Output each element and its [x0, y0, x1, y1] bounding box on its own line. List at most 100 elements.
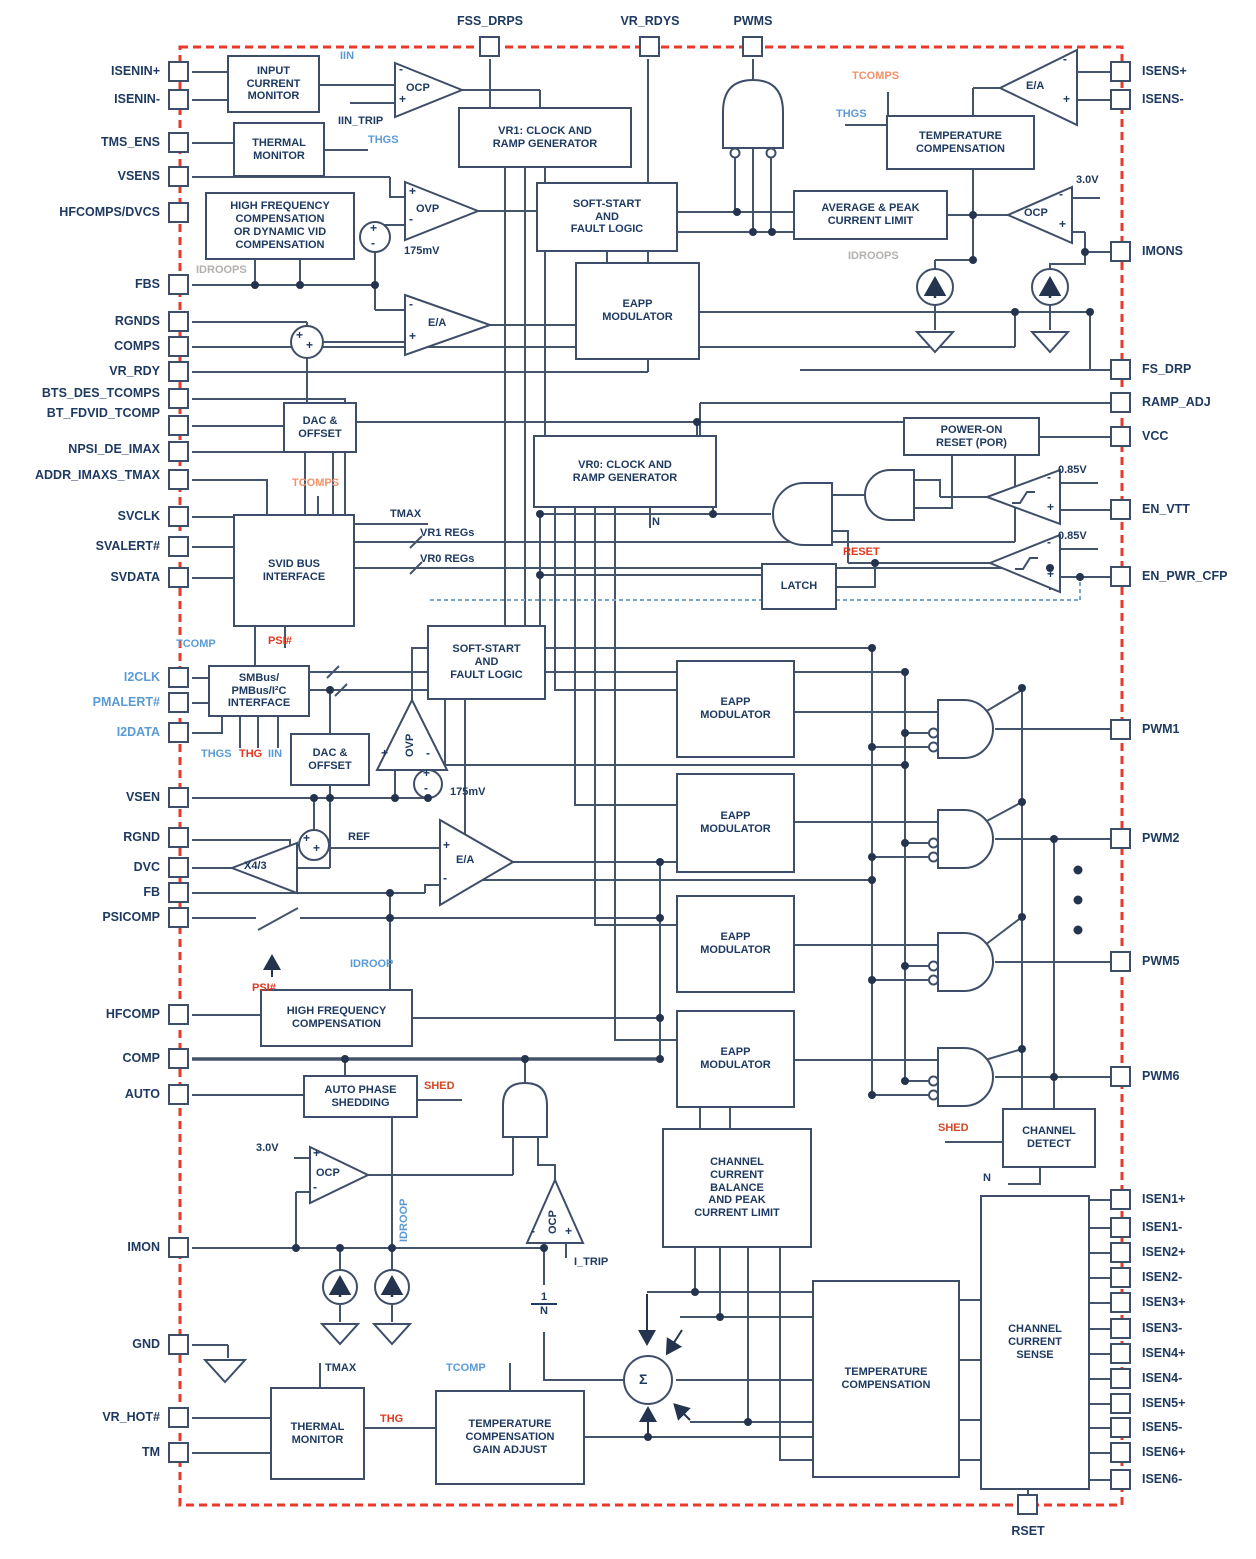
enable-dashed-wire	[430, 577, 1081, 601]
summing-node-icon	[298, 829, 330, 861]
frac-denominator: N	[531, 1303, 557, 1317]
pin-label: SVDATA	[110, 570, 160, 584]
pin-label: ISENS+	[1142, 64, 1187, 78]
pin-label: VSENS	[117, 169, 160, 183]
pin-pwm1	[1110, 719, 1131, 740]
pin-label: AUTO	[124, 1087, 160, 1101]
pin-imons	[1110, 241, 1131, 262]
pin-label: BTS_DES_TCOMPS	[41, 386, 160, 400]
sigma-label: Σ	[639, 1371, 648, 1387]
block-eapp-modulator-4: EAPP MODULATOR	[676, 1010, 795, 1108]
pin-isen1-minus	[1110, 1217, 1131, 1238]
tcomp-signal: TCOMP	[446, 1362, 486, 1374]
value-3v: 3.0V	[256, 1142, 279, 1154]
pin-label: RAMP_ADJ	[1142, 395, 1211, 409]
value-175mv: 175mV	[404, 245, 440, 257]
pin-label: DVC	[133, 860, 160, 874]
pin-label: IMONS	[1142, 244, 1183, 258]
x43-label: X4/3	[244, 860, 267, 872]
thg-signal: THG	[239, 748, 263, 760]
pin-isenin-minus	[168, 89, 189, 110]
idroop-signal: IDROOP	[350, 958, 394, 970]
minus-mark: -	[371, 236, 375, 250]
en-pwr-comparator-icon	[987, 533, 1061, 594]
pin-isen4-plus	[1110, 1343, 1131, 1364]
ocp-label: OCP	[547, 1210, 559, 1234]
arrow-wires	[263, 954, 691, 1437]
x43-gain-icon	[229, 841, 298, 895]
pin-label: VR_RDYS	[620, 14, 680, 28]
ref-signal: REF	[348, 831, 370, 843]
psi-signal: PSI#	[252, 982, 276, 994]
plus-mark: +	[306, 338, 314, 352]
value-3v: 3.0V	[1076, 174, 1099, 186]
pin-label: EN_VTT	[1142, 502, 1190, 516]
pin-label: PWM6	[1142, 1069, 1180, 1083]
ocp-comparator-icon	[394, 61, 465, 119]
minus-mark: -	[409, 297, 413, 311]
ovp-comparator-icon	[375, 697, 449, 771]
pin-vr-rdys	[639, 36, 660, 57]
pin-fb	[168, 882, 189, 903]
ocp-comparator-icon	[525, 1177, 585, 1244]
plus-mark: +	[399, 92, 407, 106]
pin-label: PSICOMP	[102, 910, 160, 924]
pin-rset	[1017, 1494, 1038, 1515]
pin-label: TMS_ENS	[100, 135, 160, 149]
ovp-label: OVP	[404, 733, 416, 757]
pin-label: ISENIN+	[111, 64, 160, 78]
block-input-current-monitor: INPUT CURRENT MONITOR	[227, 55, 320, 113]
plus-mark: +	[565, 1224, 573, 1238]
pin-label: PWM2	[1142, 831, 1180, 845]
block-smbus-interface: SMBus/ PMBus/I²C INTERFACE	[208, 665, 310, 717]
and-gate-icon	[502, 1081, 548, 1138]
minus-mark: -	[399, 62, 403, 76]
pin-svdata	[168, 567, 189, 588]
pin-label: TM	[141, 1445, 160, 1459]
ea-label: E/A	[456, 854, 475, 866]
ground-icons	[202, 331, 1071, 1384]
ocp-label: OCP	[316, 1167, 340, 1179]
shed-signal: SHED	[424, 1080, 455, 1092]
pin-label: FS_DRP	[1142, 362, 1192, 376]
pin-npsi-de-imax	[168, 441, 189, 462]
minus-mark: -	[409, 212, 413, 226]
pin-label: RSET	[1011, 1524, 1045, 1538]
pin-label: HFCOMP	[105, 1007, 160, 1021]
pin-label: ISEN2+	[1142, 1245, 1186, 1259]
pin-vcc	[1110, 426, 1131, 447]
plus-mark: +	[1047, 500, 1055, 514]
minus-mark: -	[313, 1180, 317, 1194]
pin-label: ISEN4+	[1142, 1346, 1186, 1360]
pin-isen5-minus	[1110, 1417, 1131, 1438]
ocp-comparator-icon	[309, 1145, 371, 1205]
pin-label: SVALERT#	[95, 539, 160, 553]
block-vr1-clock-ramp: VR1: CLOCK AND RAMP GENERATOR	[458, 107, 632, 168]
plus-mark: +	[1047, 567, 1055, 581]
block-eapp-modulator-1: EAPP MODULATOR	[676, 660, 795, 758]
pin-i2clk	[168, 667, 189, 688]
pin-vsens	[168, 166, 189, 187]
idroop-signal: IDROOP	[398, 1198, 410, 1242]
pin-label: HFCOMPS/DVCS	[59, 205, 160, 219]
pin-label: ISENS-	[1142, 92, 1184, 106]
pin-label: PWMS	[733, 14, 773, 28]
junction-dots	[251, 208, 1094, 1441]
pin-label: FSS_DRPS	[457, 14, 523, 28]
plus-mark: +	[409, 184, 417, 198]
pin-label: ISEN3+	[1142, 1295, 1186, 1309]
ea-label: E/A	[1026, 80, 1045, 92]
pin-isen2-plus	[1110, 1242, 1131, 1263]
pin-label: RGNDS	[114, 314, 160, 328]
frac-numerator: 1	[540, 1291, 548, 1303]
pin-label: COMPS	[114, 339, 160, 353]
current-arrows	[328, 276, 1062, 1297]
plus-mark: +	[313, 841, 321, 855]
block-eapp-modulator-2: EAPP MODULATOR	[676, 773, 795, 873]
pin-label: SVCLK	[117, 509, 160, 523]
block-latch: LATCH	[761, 563, 837, 610]
minus-mark: -	[1047, 535, 1051, 549]
block-eapp-modulator-s: EAPP MODULATOR	[575, 262, 700, 360]
